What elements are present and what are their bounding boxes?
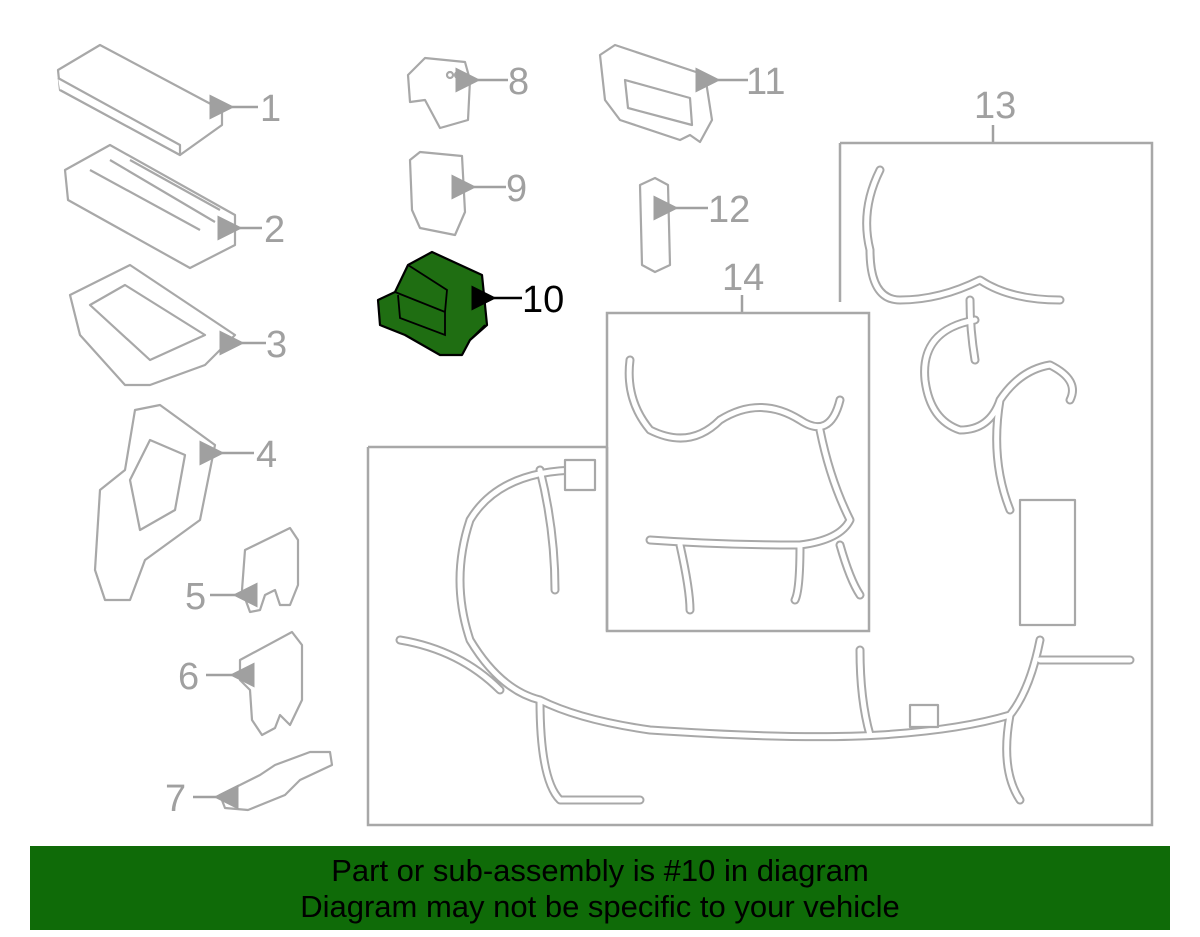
part-2-fuse-box[interactable] — [63, 143, 237, 270]
part-12-terminal[interactable] — [638, 176, 672, 274]
callout-4: 4 — [256, 434, 277, 476]
part-7-fusible-link[interactable] — [218, 750, 334, 812]
callout-6: 6 — [178, 656, 199, 698]
banner-line-2: Diagram may not be specific to your vehi… — [300, 889, 900, 924]
callout-3: 3 — [266, 324, 287, 366]
banner-line-1: Part or sub-assembly is #10 in diagram — [331, 853, 869, 888]
engine-harness-box[interactable] — [366, 445, 1135, 827]
part-3-lower-housing[interactable] — [68, 263, 237, 387]
part-6-maxi-fuse[interactable] — [238, 630, 304, 737]
part-1-fuse-box-cover[interactable] — [56, 43, 224, 157]
part-5-fuse[interactable] — [240, 526, 300, 614]
callout-8: 8 — [508, 61, 529, 103]
part-4-bracket[interactable] — [93, 403, 217, 602]
part-14-sub-harness-box[interactable] — [605, 295, 871, 633]
part-9-relay[interactable] — [408, 150, 467, 237]
callout-7: 7 — [165, 778, 186, 820]
callout-12: 12 — [708, 189, 750, 231]
callout-5: 5 — [185, 576, 206, 618]
callout-10: 10 — [522, 279, 564, 321]
callout-14: 14 — [722, 257, 764, 299]
part-10-module-highlighted[interactable] — [376, 250, 489, 357]
callout-9: 9 — [506, 168, 527, 210]
diagram-notice-banner: Part or sub-assembly is #10 in diagram D… — [30, 846, 1170, 930]
part-8-relay-connector[interactable] — [406, 56, 472, 130]
callout-13: 13 — [974, 85, 1016, 127]
callout-1: 1 — [260, 88, 281, 130]
part-11-control-module[interactable] — [598, 43, 714, 144]
callout-2: 2 — [264, 209, 285, 251]
callout-11: 11 — [746, 61, 785, 103]
part-13-main-harness-box[interactable] — [838, 125, 1154, 827]
